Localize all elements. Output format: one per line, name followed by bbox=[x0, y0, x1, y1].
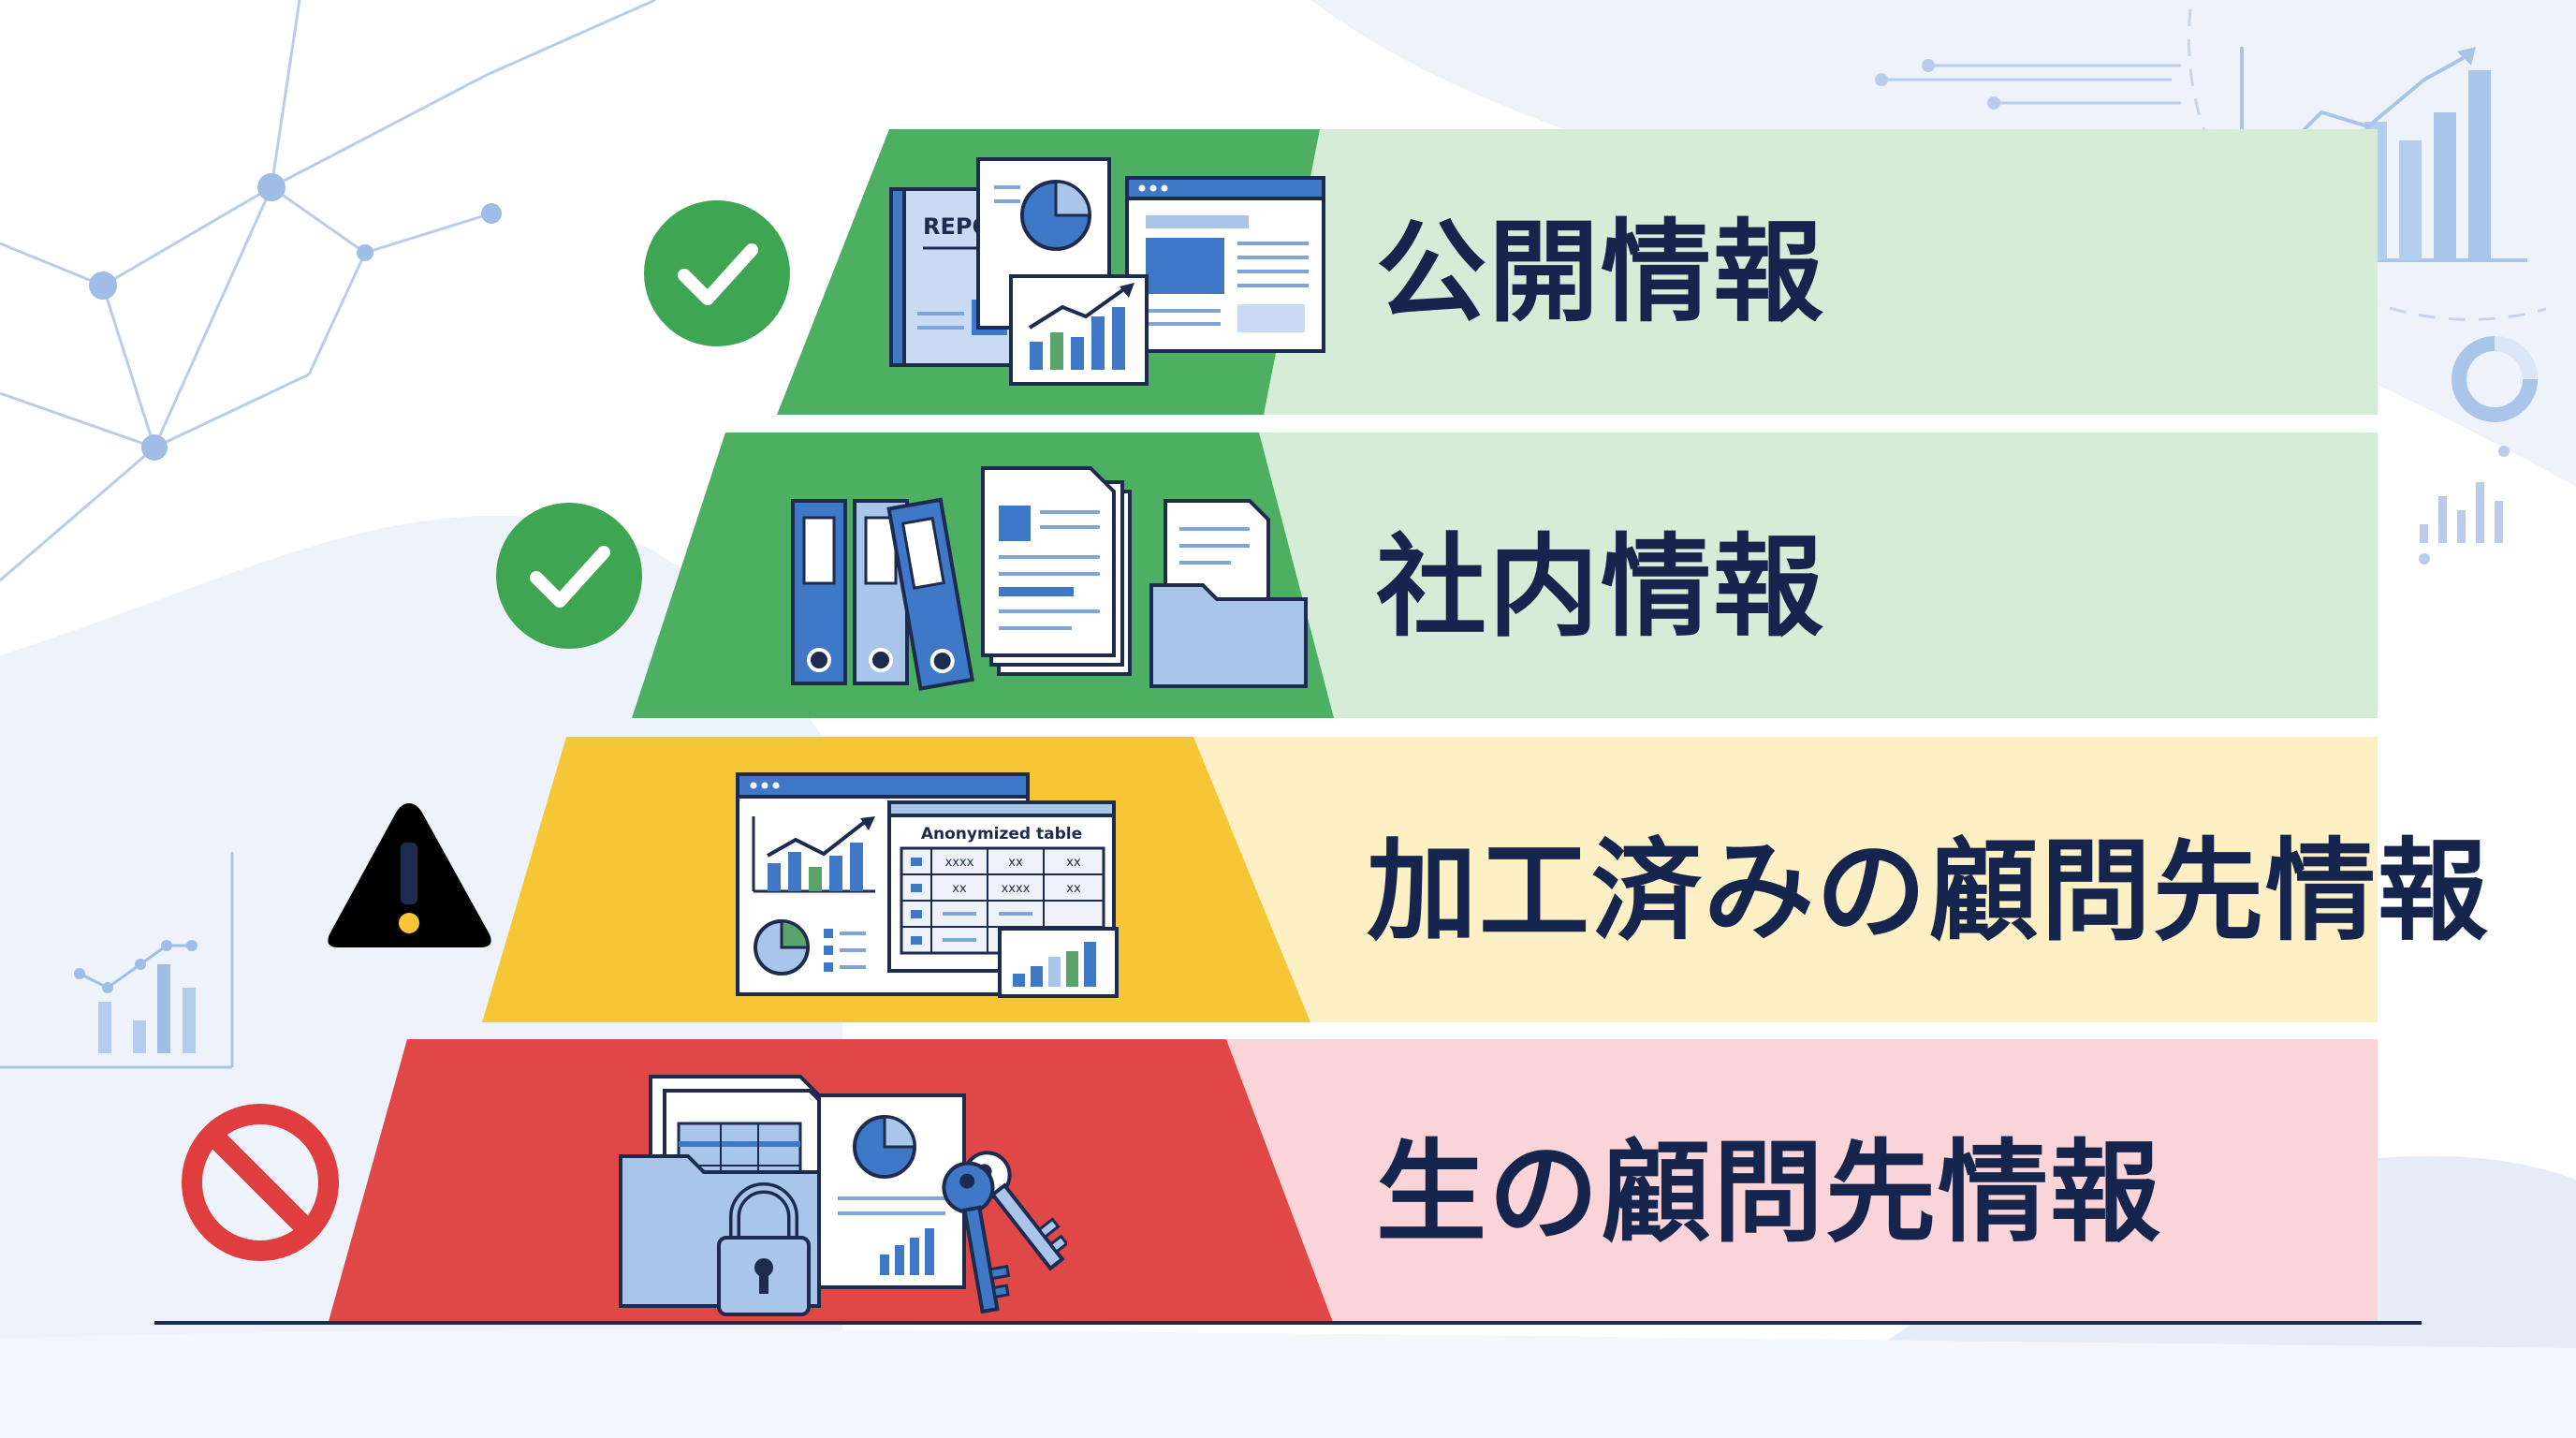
tier-band bbox=[1217, 1039, 2378, 1325]
anonymized-dashboard-icon: Anonymized table xxxx xx xx xx xxxx xx bbox=[736, 772, 1119, 998]
table-cell: xxxx bbox=[1002, 882, 1031, 896]
tier-label: 公開情報 bbox=[1376, 208, 1826, 337]
baseline bbox=[154, 1321, 2422, 1325]
network-graph-decoration bbox=[0, 0, 656, 582]
tier-label: 加工済みの顧問先情報 bbox=[1367, 827, 2491, 956]
table-cell: xx bbox=[952, 882, 967, 896]
tier-label: 生の顧問先情報 bbox=[1376, 1128, 2163, 1257]
tier-label: 社内情報 bbox=[1376, 522, 1826, 652]
table-cell: xxxx bbox=[945, 856, 974, 870]
locked-folder-key-icon bbox=[619, 1075, 1067, 1316]
tier-band bbox=[1259, 433, 2378, 718]
prohibited-icon bbox=[182, 1104, 339, 1261]
table-cell: xx bbox=[1008, 856, 1023, 870]
table-cell: xx bbox=[1066, 856, 1081, 870]
table-cell: xx bbox=[1066, 882, 1081, 896]
check-circle-icon bbox=[644, 200, 790, 346]
tier-band bbox=[1264, 129, 2378, 415]
binders-files-icon bbox=[791, 466, 1308, 691]
warning-triangle-icon bbox=[328, 803, 491, 947]
report-documents-icon: REPORT bbox=[889, 157, 1325, 386]
table-title: Anonymized table bbox=[921, 825, 1082, 844]
check-circle-icon bbox=[496, 503, 642, 649]
tier-band bbox=[1189, 737, 2378, 1022]
small-chart-decoration bbox=[0, 852, 234, 1069]
